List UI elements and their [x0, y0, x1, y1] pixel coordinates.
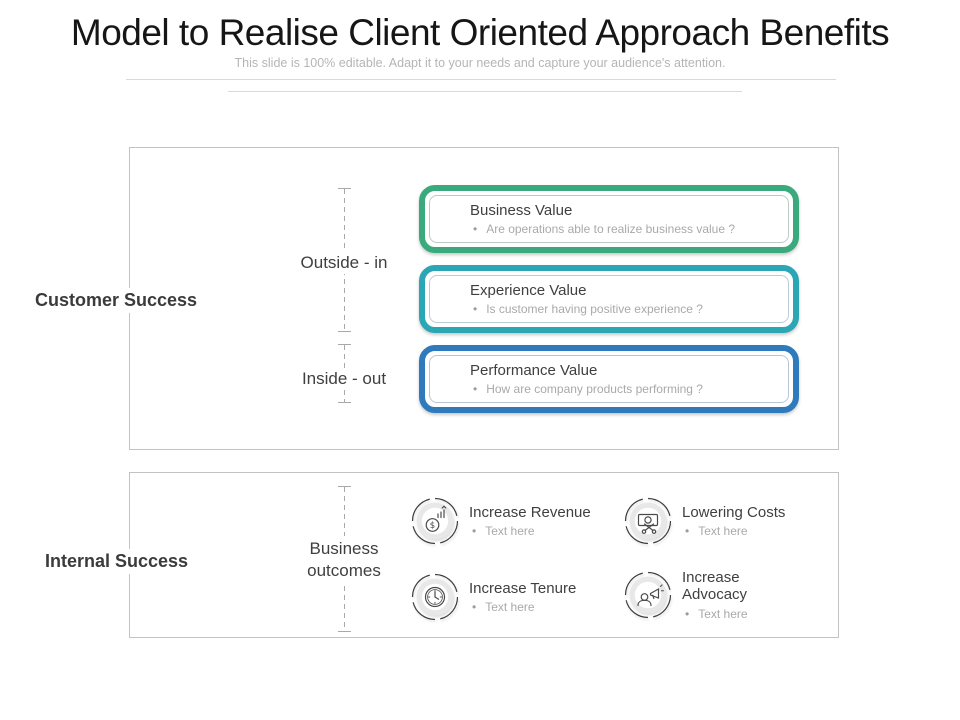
card-inner: Experience Value Is customer having posi… — [429, 275, 789, 323]
internal-success-panel: Business outcomes $ Increase Revenue Tex… — [129, 472, 839, 638]
outcome-item-bullet: Text here — [682, 607, 762, 621]
card-title: Experience Value — [470, 282, 587, 299]
customer-success-label: Customer Success — [35, 288, 208, 313]
outcome-item-increase-revenue: $ Increase Revenue Text here — [411, 497, 591, 545]
divider-line-bottom — [228, 91, 742, 92]
card-experience-value: Experience Value Is customer having posi… — [419, 265, 799, 333]
megaphone-person-icon — [624, 571, 672, 618]
customer-success-panel: Outside - in Inside - out Business Value… — [129, 147, 839, 450]
axis-tick — [338, 188, 351, 189]
flow-label-outside-in: Outside - in — [294, 252, 394, 274]
business-outcomes-label: Business outcomes — [284, 536, 404, 585]
clock-icon — [411, 573, 459, 621]
card-bullet: How are company products performing ? — [470, 382, 788, 396]
card-bullet: Is customer having positive experience ? — [470, 302, 788, 316]
revenue-growth-icon: $ — [411, 497, 459, 545]
internal-success-label: Internal Success — [45, 549, 199, 574]
slide-title: Model to Realise Client Oriented Approac… — [70, 12, 890, 53]
outcome-item-text: Increase Revenue Text here — [469, 504, 591, 538]
axis-tick — [338, 344, 351, 345]
card-inner: Business Value Are operations able to re… — [429, 195, 789, 243]
outcome-item-title: Increase Tenure — [469, 579, 577, 597]
outcome-item-text: Increase Advocacy Text here — [682, 569, 762, 621]
slide-subtitle: This slide is 100% editable. Adapt it to… — [234, 56, 726, 70]
outcome-item-bullet: Text here — [469, 600, 576, 614]
cost-cutting-icon — [624, 497, 672, 545]
card-title: Performance Value — [470, 362, 598, 379]
outcome-item-bullet: Text here — [469, 524, 591, 538]
outcome-item-increase-advocacy: Increase Advocacy Text here — [624, 569, 762, 621]
outcome-item-title: Increase Revenue — [469, 503, 591, 521]
axis-tick — [338, 402, 351, 403]
card-performance-value: Performance Value How are company produc… — [419, 345, 799, 413]
outcome-item-title: Lowering Costs — [682, 503, 786, 521]
axis-tick — [338, 486, 351, 487]
flow-label-inside-out: Inside - out — [295, 368, 393, 390]
outcome-item-lowering-costs: Lowering Costs Text here — [624, 497, 785, 545]
outcome-item-bullet: Text here — [682, 524, 785, 538]
outcome-item-title: Increase Advocacy — [682, 569, 748, 604]
card-title: Business Value — [470, 202, 573, 219]
axis-tick — [338, 631, 351, 632]
card-bullet: Are operations able to realize business … — [470, 222, 788, 236]
outcome-item-text: Lowering Costs Text here — [682, 504, 785, 538]
card-inner: Performance Value How are company produc… — [429, 355, 789, 403]
outcome-item-text: Increase Tenure Text here — [469, 580, 576, 614]
svg-text:$: $ — [430, 521, 435, 531]
divider-line-top — [126, 79, 836, 80]
card-business-value: Business Value Are operations able to re… — [419, 185, 799, 253]
axis-tick — [338, 331, 351, 332]
outcome-item-increase-tenure: Increase Tenure Text here — [411, 573, 576, 621]
